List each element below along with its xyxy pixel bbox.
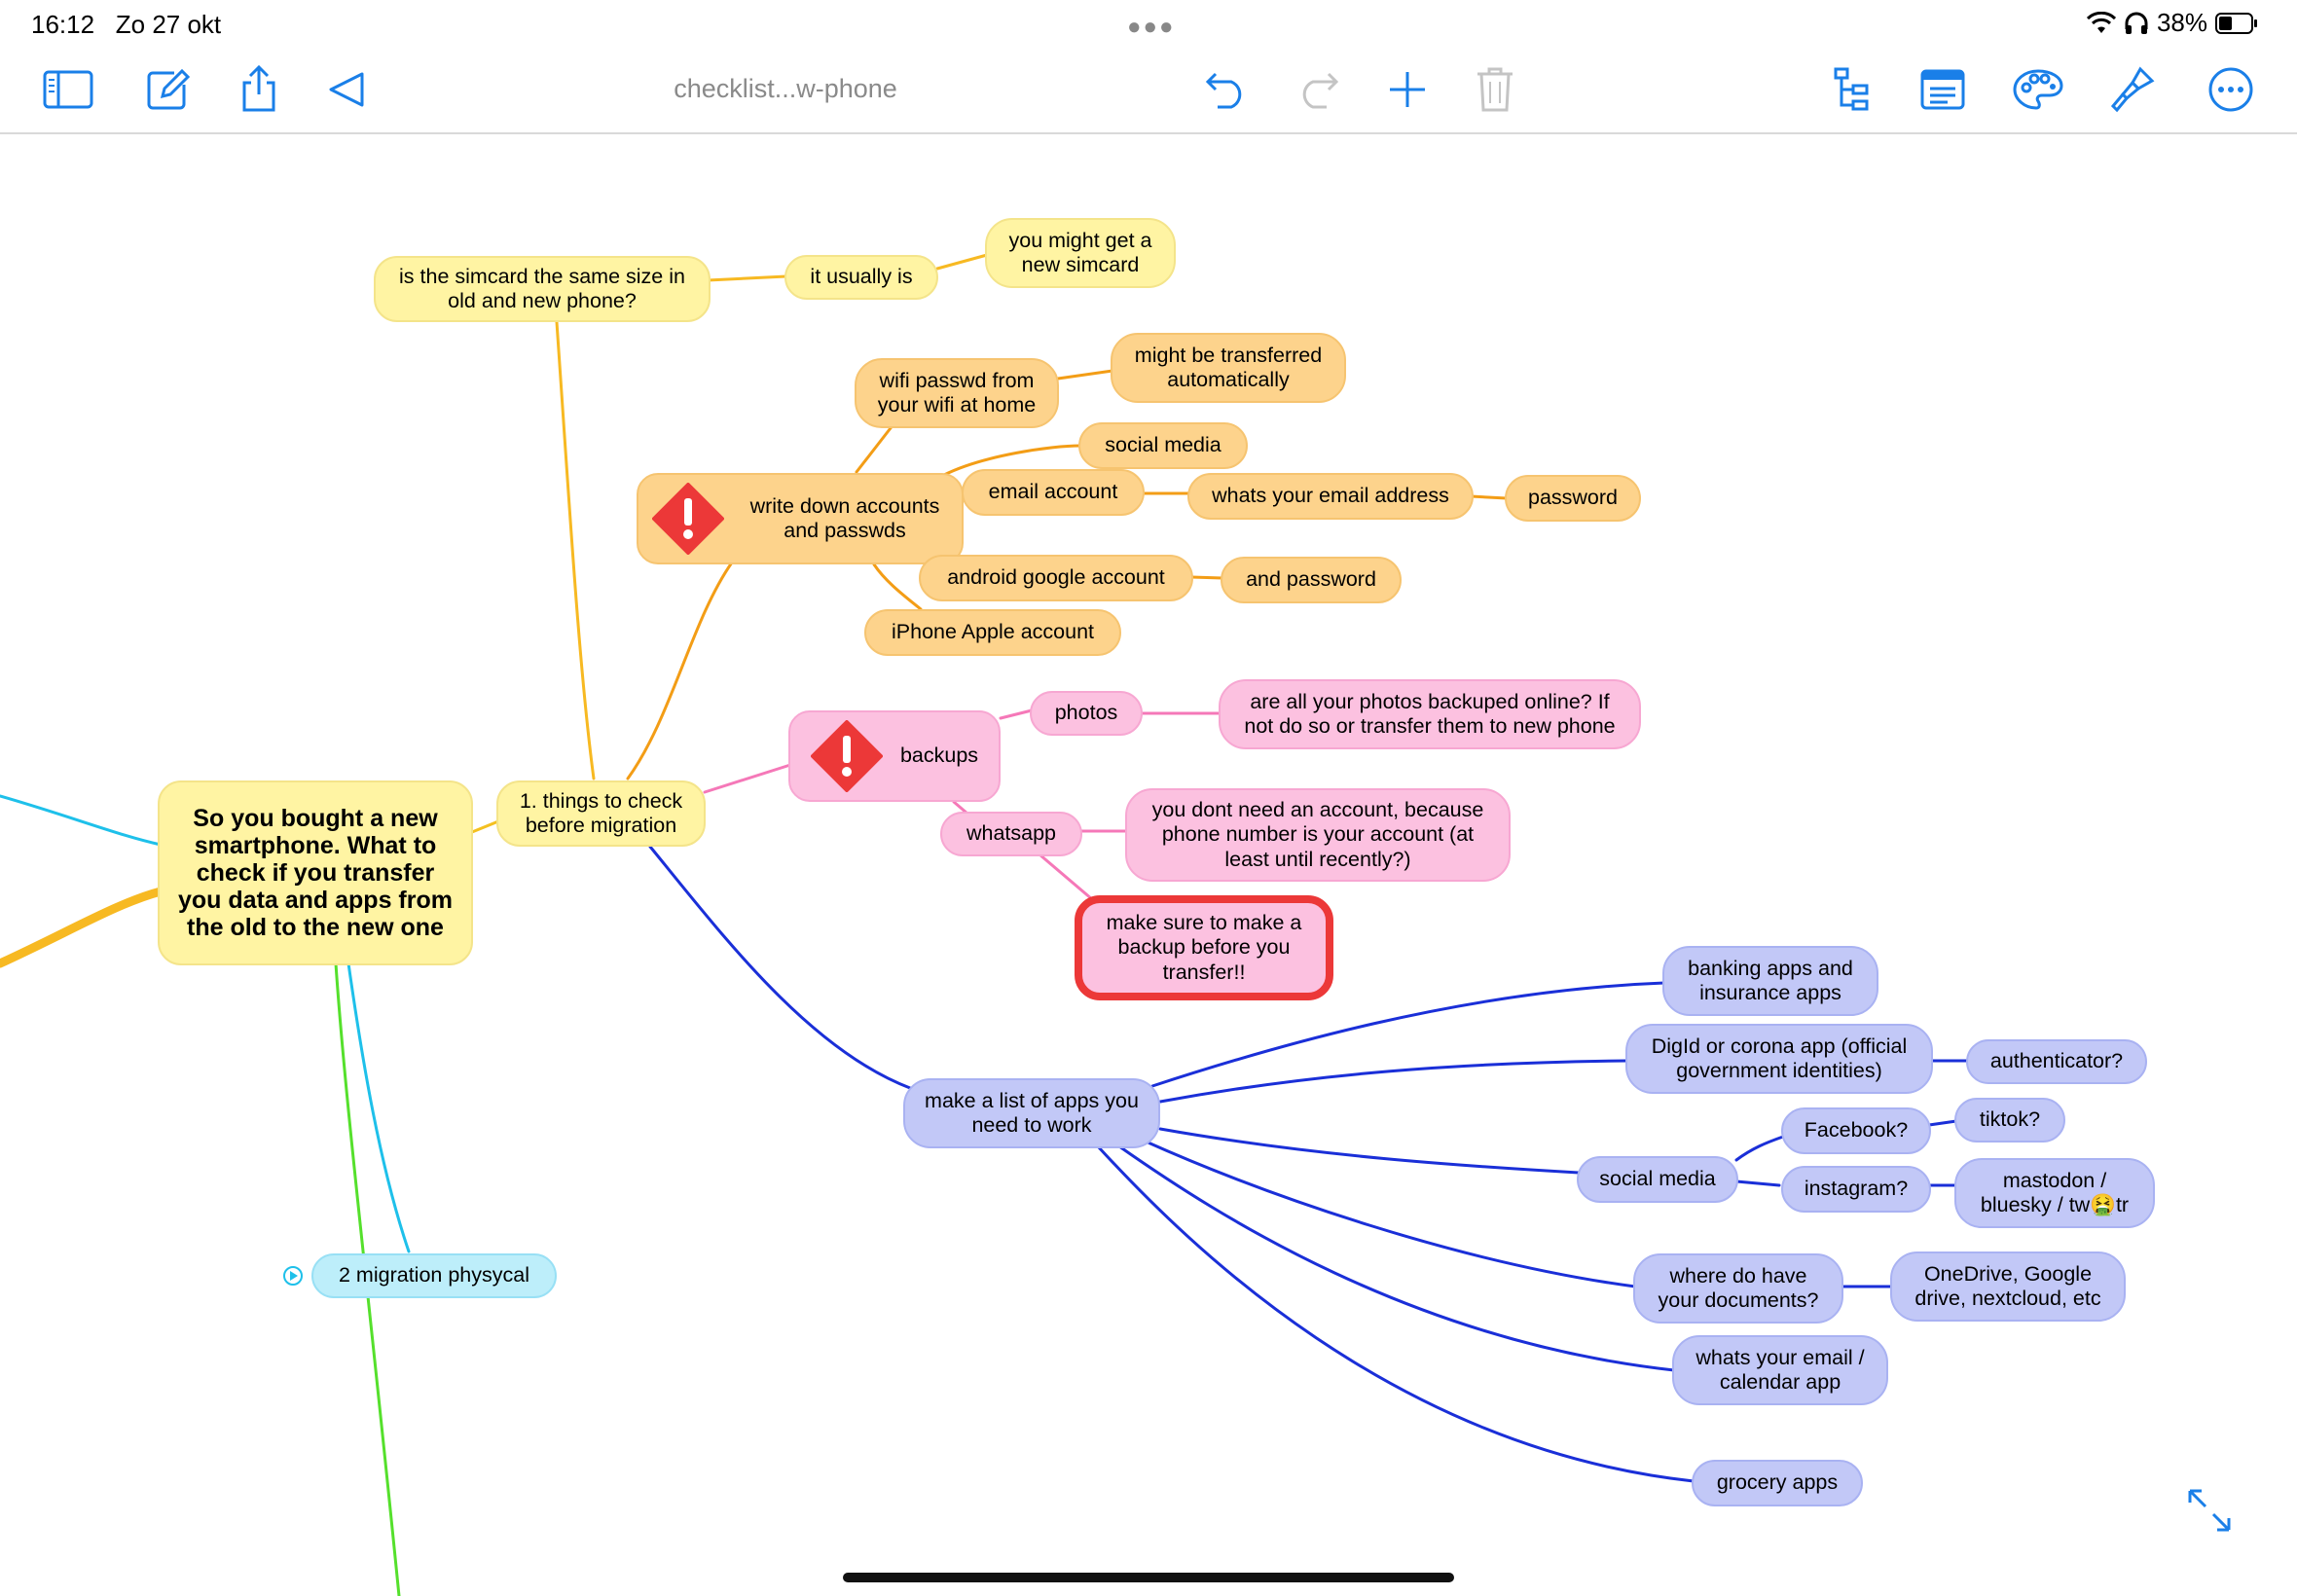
node-tiktok[interactable]: tiktok?: [1954, 1098, 2065, 1143]
node-write-down-label: write down accounts and passwds: [749, 493, 940, 542]
node-app-list[interactable]: make a list of apps you need to work: [903, 1078, 1160, 1148]
warning-icon: [652, 483, 724, 555]
node-password[interactable]: password: [1505, 475, 1641, 522]
status-date: Zo 27 okt: [115, 10, 222, 39]
home-indicator[interactable]: [843, 1573, 1454, 1582]
sidebar-icon[interactable]: [39, 60, 97, 119]
node-social-media-blue[interactable]: social media: [1577, 1156, 1738, 1203]
node-documents[interactable]: where do have your documents?: [1633, 1253, 1843, 1324]
node-email-address[interactable]: whats your email address: [1187, 473, 1474, 520]
mindmap-connections: [0, 253, 1970, 1596]
toolbar: checklist...w-phone: [0, 47, 2297, 134]
notes-icon[interactable]: [1914, 60, 1972, 119]
node-grocery-apps[interactable]: grocery apps: [1692, 1460, 1863, 1506]
palette-icon[interactable]: [2009, 60, 2067, 119]
node-banking-apps[interactable]: banking apps and insurance apps: [1662, 946, 1878, 1016]
undo-icon[interactable]: [1197, 60, 1256, 119]
node-whatsapp[interactable]: whatsapp: [940, 812, 1082, 856]
headphones-icon: [2125, 12, 2148, 34]
node-onedrive[interactable]: OneDrive, Google drive, nextcloud, etc: [1890, 1251, 2126, 1322]
add-icon[interactable]: [1378, 60, 1437, 119]
node-wifi-passwd[interactable]: wifi passwd from your wifi at home: [855, 358, 1059, 428]
expand-icon[interactable]: [2186, 1487, 2233, 1534]
node-email-account[interactable]: email account: [962, 469, 1145, 516]
collapse-toggle-icon[interactable]: [282, 1265, 304, 1287]
status-indicators: 38%: [2086, 8, 2258, 38]
node-write-down-accounts[interactable]: write down accounts and passwds: [637, 473, 964, 564]
document-title[interactable]: checklist...w-phone: [674, 74, 897, 103]
node-backups-label: backups: [899, 744, 979, 768]
node-photos[interactable]: photos: [1030, 691, 1143, 736]
root-topic[interactable]: So you bought a new smartphone. What to …: [158, 780, 473, 965]
node-no-account[interactable]: you dont need an account, because phone …: [1125, 788, 1511, 882]
node-things-to-check[interactable]: 1. things to check before migration: [496, 780, 706, 847]
node-mastodon[interactable]: mastodon / bluesky / tw🤮tr: [1954, 1158, 2155, 1228]
node-simcard-size[interactable]: is the simcard the same size in old and …: [374, 256, 711, 322]
node-make-backup[interactable]: make sure to make a backup before you tr…: [1075, 895, 1333, 1000]
status-bar: 16:12 Zo 27 okt ●●● 38%: [0, 0, 2297, 47]
redo-icon[interactable]: [1289, 60, 1347, 119]
node-usually[interactable]: it usually is: [784, 255, 938, 300]
mindmap-canvas[interactable]: So you bought a new smartphone. What to …: [0, 134, 2297, 1596]
outline-icon[interactable]: [1822, 60, 1880, 119]
node-migration-physical[interactable]: 2 migration physycal: [311, 1253, 557, 1298]
node-calendar-app[interactable]: whats your email / calendar app: [1672, 1335, 1888, 1405]
brush-icon[interactable]: [2104, 60, 2163, 119]
node-android-account[interactable]: android google account: [919, 555, 1193, 601]
node-facebook[interactable]: Facebook?: [1781, 1107, 1931, 1154]
more-icon[interactable]: [2202, 60, 2260, 119]
trash-icon[interactable]: [1466, 60, 1524, 119]
multitasking-dots-icon[interactable]: ●●●: [1127, 14, 1176, 40]
back-icon[interactable]: [317, 60, 376, 119]
node-photos-backuped[interactable]: are all your photos backuped online? If …: [1219, 679, 1641, 749]
share-icon[interactable]: [230, 60, 288, 119]
node-social-media-orange[interactable]: social media: [1078, 422, 1248, 469]
node-instagram[interactable]: instagram?: [1781, 1166, 1931, 1213]
wifi-icon: [2086, 11, 2116, 33]
node-authenticator[interactable]: authenticator?: [1966, 1039, 2147, 1084]
node-transferred[interactable]: might be transferred automatically: [1111, 333, 1346, 403]
node-digid[interactable]: DigId or corona app (official government…: [1625, 1024, 1933, 1094]
node-apple-account[interactable]: iPhone Apple account: [864, 609, 1121, 656]
node-new-simcard[interactable]: you might get a new simcard: [985, 218, 1176, 288]
node-backups[interactable]: backups: [788, 710, 1001, 802]
warning-icon: [810, 720, 883, 792]
battery-percent: 38%: [2156, 8, 2207, 37]
node-and-password[interactable]: and password: [1221, 557, 1402, 603]
status-time: 16:12 Zo 27 okt: [31, 10, 222, 39]
edit-icon[interactable]: [138, 60, 197, 119]
battery-icon: [2215, 12, 2257, 34]
